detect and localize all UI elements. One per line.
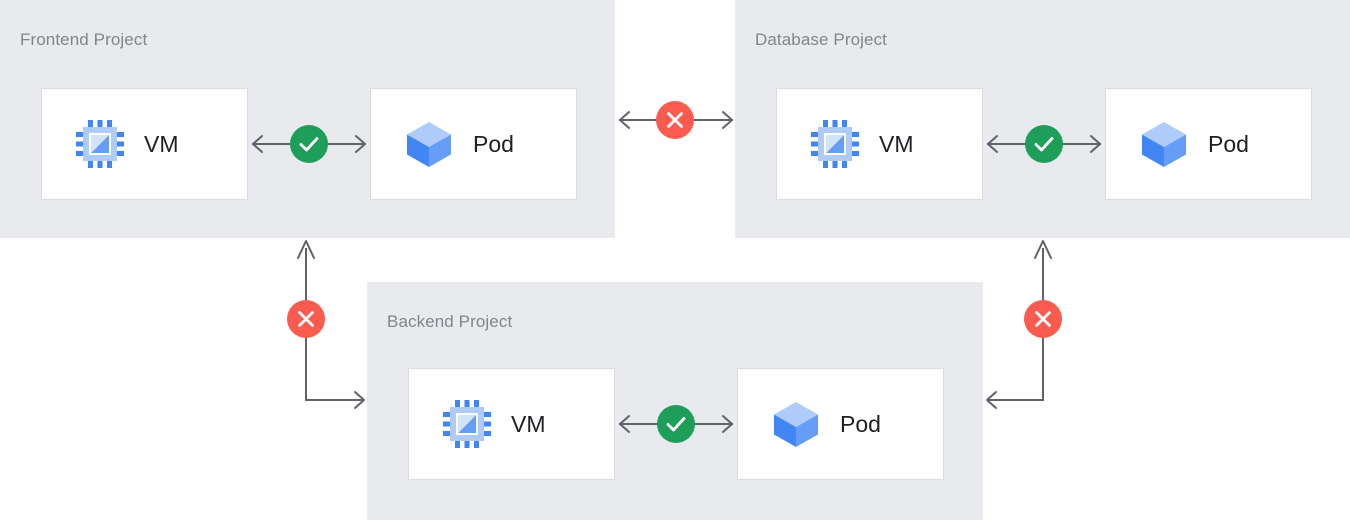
node-card-backend-pod[interactable]: Pod: [737, 368, 944, 480]
panel-title-backend: Backend Project: [387, 312, 513, 331]
cross-link-database-backend: [975, 232, 1055, 412]
status-badge-allowed-frontend: [290, 125, 328, 163]
status-badge-allowed-database: [1025, 125, 1063, 163]
vm-chip-icon: [74, 118, 126, 170]
node-card-database-vm[interactable]: VM: [776, 88, 983, 200]
panel-title-frontend: Frontend Project: [20, 30, 148, 49]
cross-link-frontend-backend: [294, 232, 374, 412]
node-label-frontend-pod: Pod: [473, 130, 514, 157]
node-label-backend-pod: Pod: [840, 410, 881, 437]
node-label-database-pod: Pod: [1208, 130, 1249, 157]
pod-cube-icon: [770, 398, 822, 450]
panel-title-database: Database Project: [755, 30, 888, 49]
pod-cube-icon: [1138, 118, 1190, 170]
status-badge-blocked-database-backend: [1024, 300, 1062, 338]
node-card-frontend-pod[interactable]: Pod: [370, 88, 577, 200]
node-card-frontend-vm[interactable]: VM: [41, 88, 248, 200]
vm-chip-icon: [809, 118, 861, 170]
node-card-database-pod[interactable]: Pod: [1105, 88, 1312, 200]
vm-chip-icon: [441, 398, 493, 450]
node-label-frontend-vm: VM: [144, 130, 179, 157]
node-label-backend-vm: VM: [511, 410, 546, 437]
node-card-backend-vm[interactable]: VM: [408, 368, 615, 480]
status-badge-allowed-backend: [657, 405, 695, 443]
node-label-database-vm: VM: [879, 130, 914, 157]
pod-cube-icon: [403, 118, 455, 170]
status-badge-blocked-frontend-database: [656, 101, 694, 139]
status-badge-blocked-frontend-backend: [287, 300, 325, 338]
